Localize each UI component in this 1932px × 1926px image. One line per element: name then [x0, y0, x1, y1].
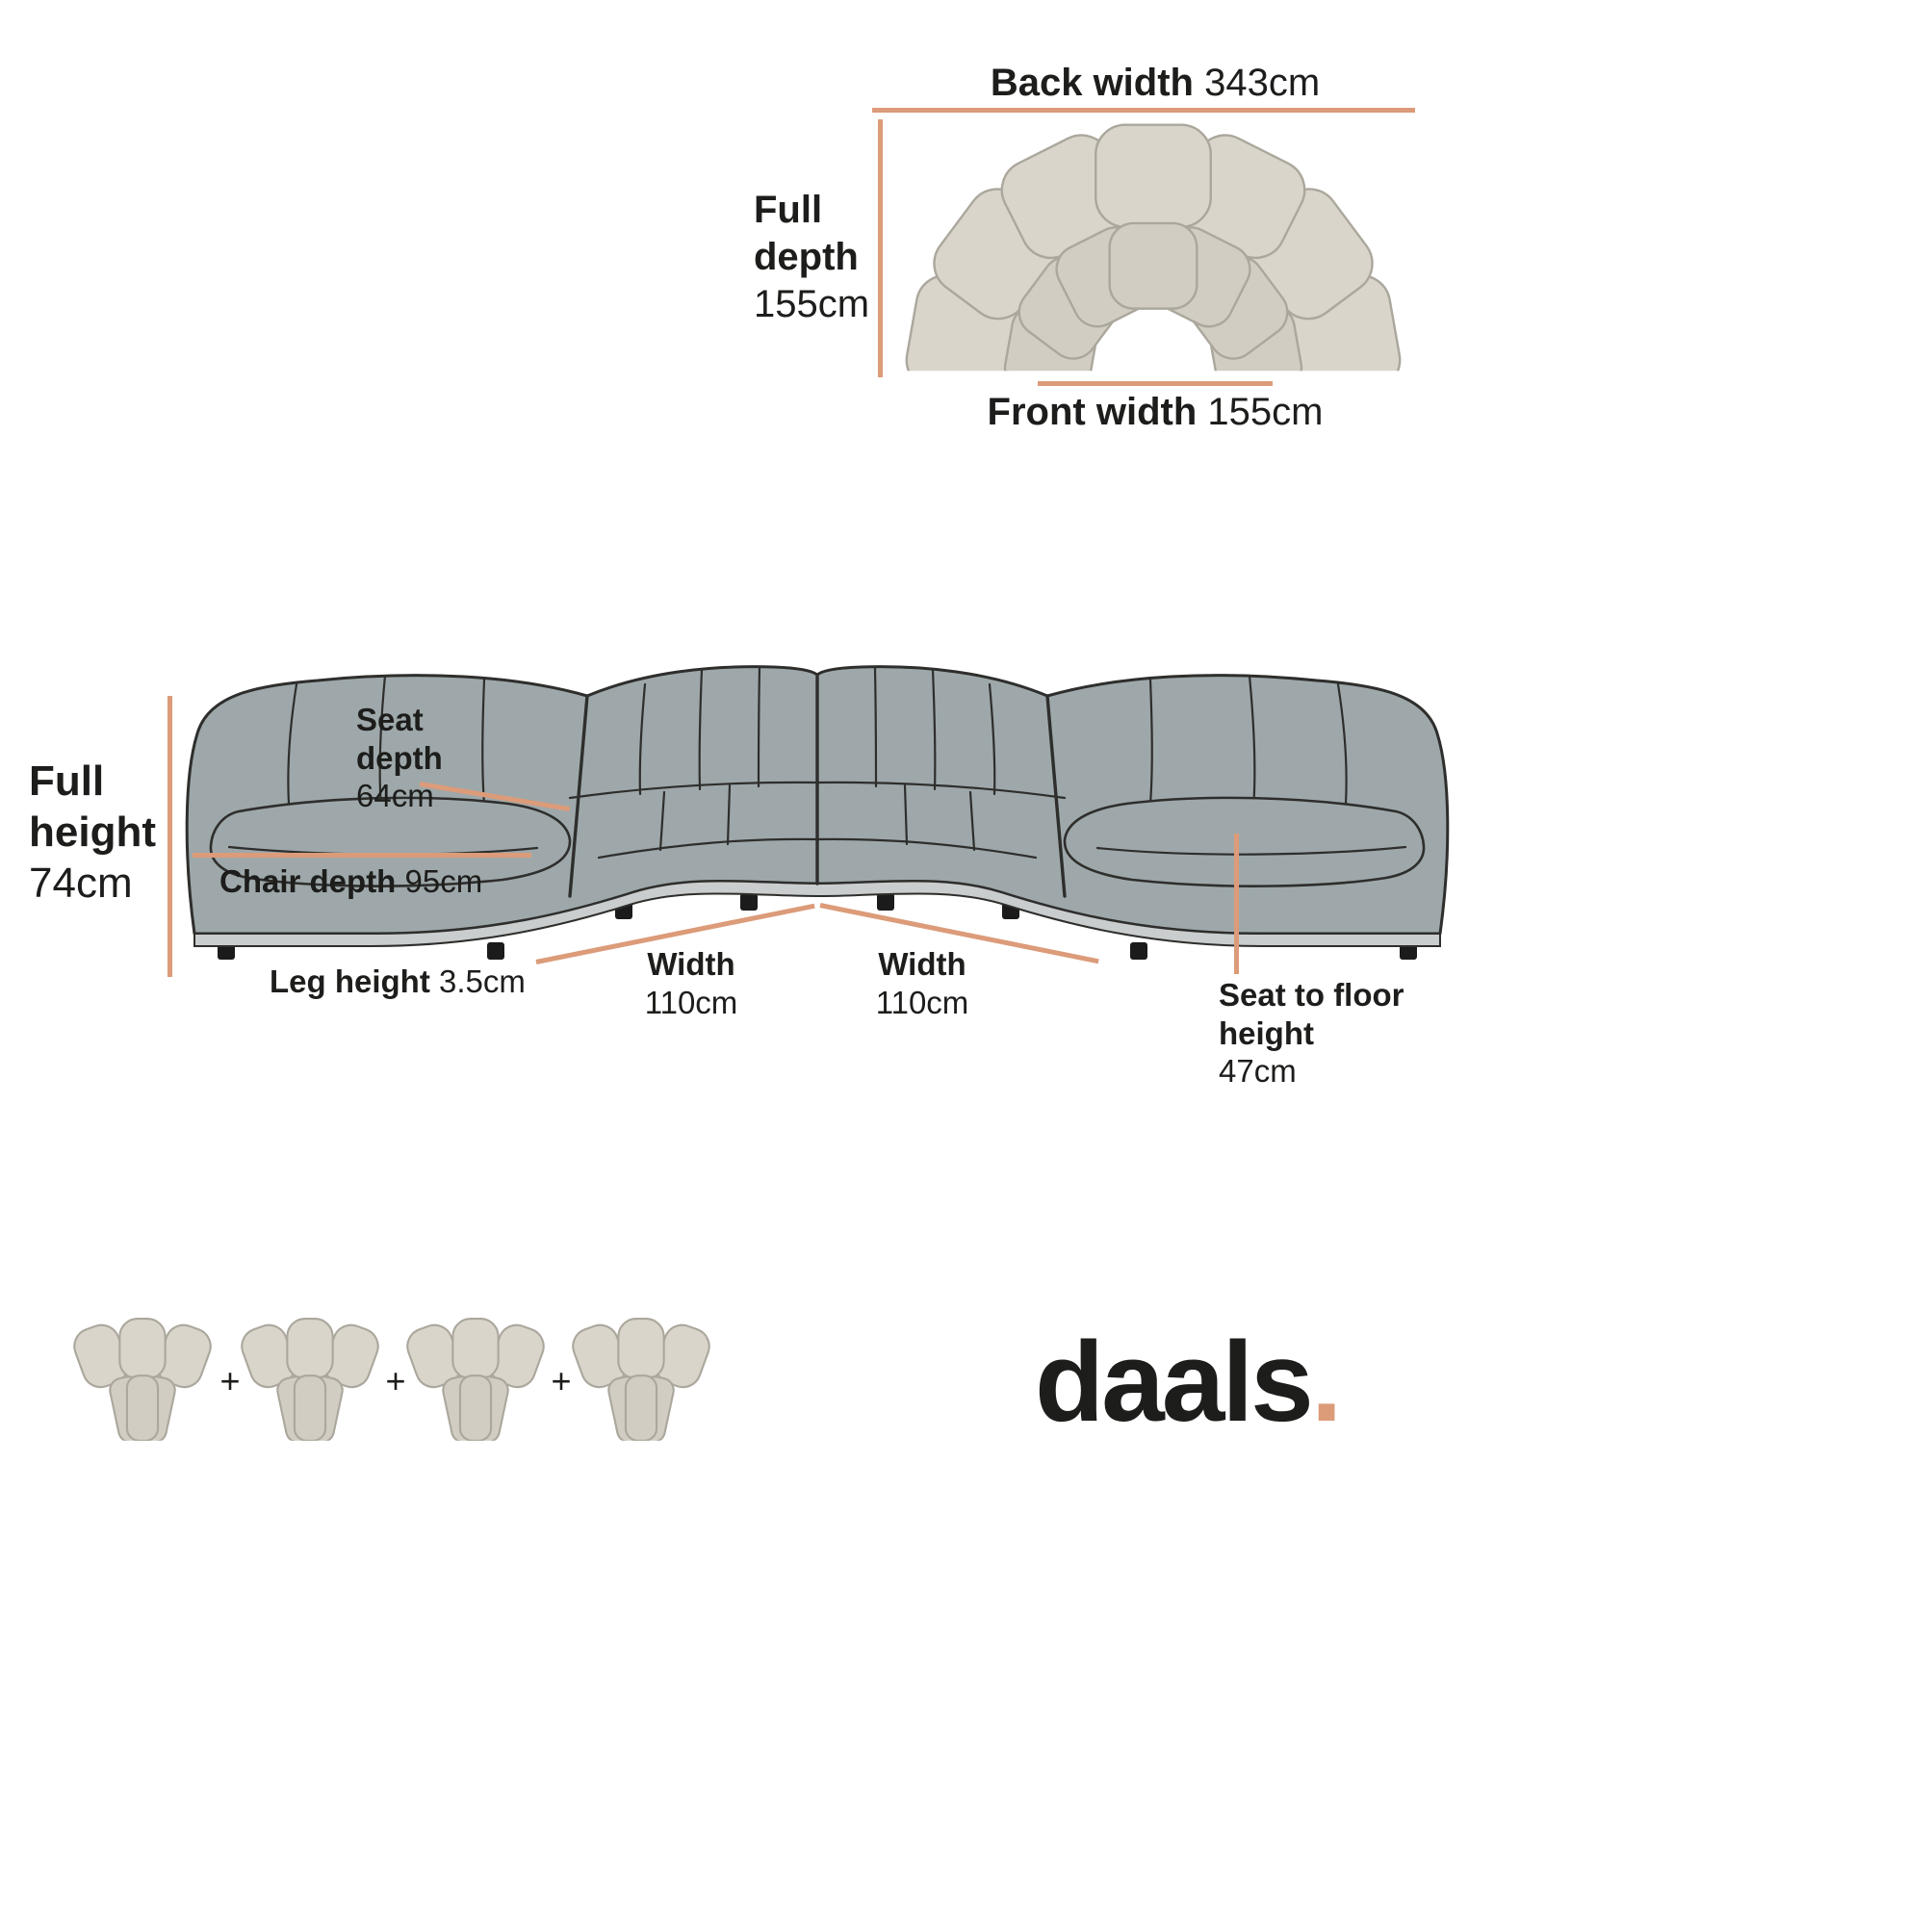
seat-to-floor-dim-line [1234, 834, 1239, 974]
brand-logo: daals. [1035, 1317, 1343, 1448]
chair-depth-label: Chair depth 95cm [219, 862, 624, 901]
back-width-value: 343cm [1204, 62, 1321, 104]
front-width-label: Front width 155cm [963, 389, 1348, 436]
plus-separator-3: + [551, 1361, 572, 1400]
leg-height-label: Leg height 3.5cm [270, 963, 674, 1001]
module-thumbnail-1 [69, 1307, 216, 1441]
seat-depth-label: Seat depth 64cm [356, 701, 452, 815]
width-left-label: Width 110cm [624, 945, 759, 1021]
full-height-value: 74cm [29, 859, 133, 907]
plus-separator-1: + [219, 1361, 241, 1400]
full-depth-label-text: Full depth [754, 189, 859, 278]
sofa-top-view-illustration [905, 123, 1402, 372]
brand-name: daals [1035, 1319, 1314, 1446]
full-height-dim-line [167, 696, 172, 977]
seat-to-floor-value: 47cm [1219, 1053, 1297, 1090]
seat-depth-value: 64cm [356, 778, 434, 814]
back-width-label-text: Back width [990, 62, 1194, 104]
width-right-label-text: Width [878, 946, 966, 982]
module-thumbnail-4 [568, 1307, 714, 1441]
seat-to-floor-label-text: Seat to floor height [1219, 977, 1404, 1051]
module-thumbnail-3 [402, 1307, 549, 1441]
plus-separator-2: + [385, 1361, 406, 1400]
seat-depth-label-text: Seat depth [356, 702, 443, 776]
front-width-label-text: Front width [987, 391, 1198, 433]
width-right-label: Width 110cm [855, 945, 990, 1021]
width-left-value: 110cm [644, 984, 738, 1020]
leg-height-label-text: Leg height [270, 963, 430, 999]
sofa-front-view-illustration [185, 665, 1450, 960]
chair-depth-value: 95cm [404, 863, 483, 899]
width-right-value: 110cm [875, 984, 969, 1020]
full-depth-dim-line [878, 119, 883, 377]
chair-depth-dim-line [193, 853, 531, 858]
full-height-label-text: Full height [29, 758, 156, 856]
full-height-label: Full height 74cm [29, 757, 193, 909]
back-width-label: Back width 343cm [905, 60, 1405, 107]
full-depth-value: 155cm [754, 282, 870, 325]
leg-height-value: 3.5cm [439, 963, 526, 999]
chair-depth-label-text: Chair depth [219, 863, 397, 899]
seat-to-floor-label: Seat to floor height 47cm [1219, 976, 1432, 1091]
module-thumbnail-2 [237, 1307, 383, 1441]
full-depth-label: Full depth 155cm [754, 187, 877, 327]
width-left-label-text: Width [647, 946, 735, 982]
brand-dot: . [1310, 1319, 1343, 1446]
front-width-dim-line [1038, 381, 1273, 386]
front-width-value: 155cm [1207, 391, 1324, 433]
back-width-dim-line [872, 108, 1415, 113]
